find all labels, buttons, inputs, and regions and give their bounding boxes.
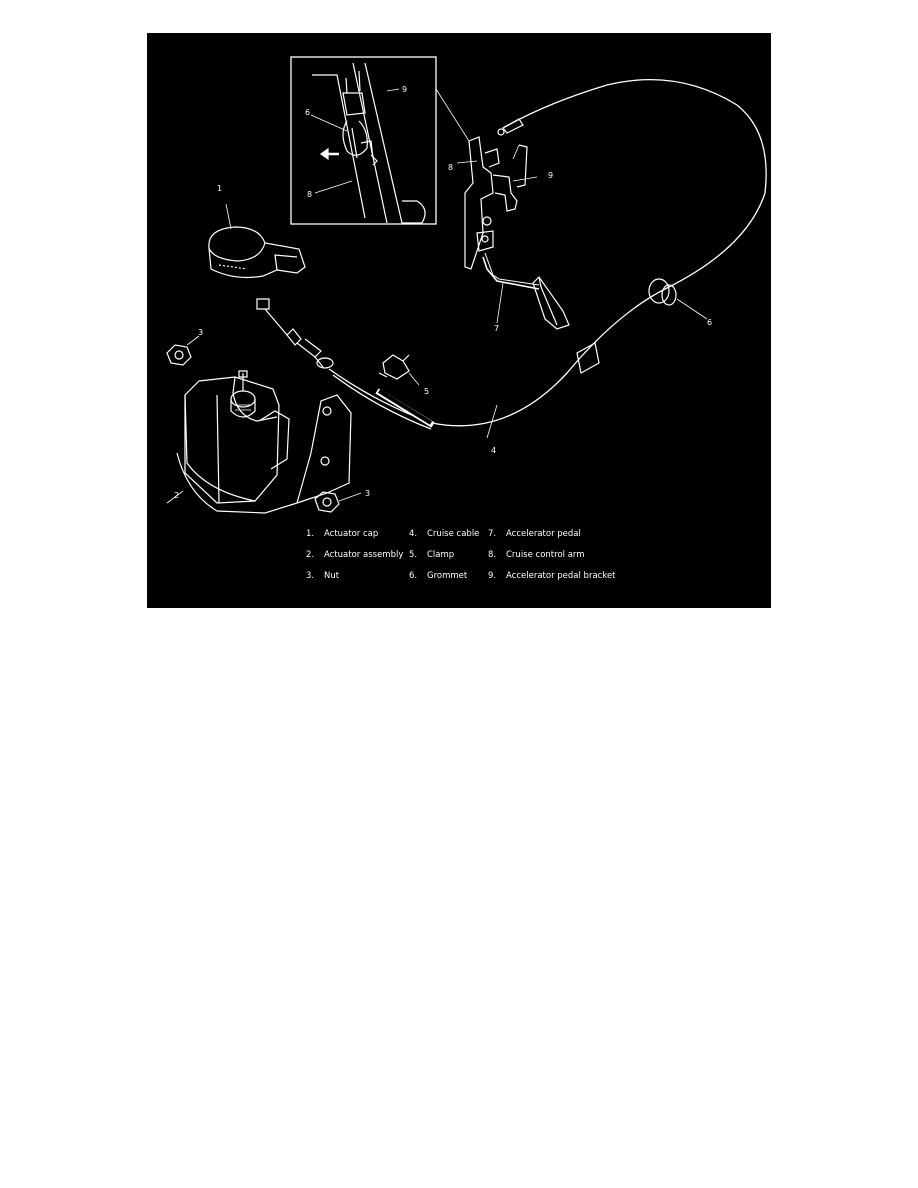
callout-2: 2 bbox=[174, 491, 179, 500]
callout-9: 9 bbox=[548, 171, 553, 180]
legend-item: 3.Nut bbox=[306, 571, 340, 581]
legend-item: 4.Cruise cable bbox=[409, 529, 480, 539]
legend-item: 2.Actuator assembly bbox=[306, 550, 404, 560]
callout-1: 1 bbox=[217, 184, 222, 193]
diagram-drawing: 1 2 3 3 4 5 6 7 8 9 6 8 9 bbox=[166, 56, 767, 514]
callout-8: 8 bbox=[448, 163, 453, 172]
callout-3-lower: 3 bbox=[365, 489, 370, 498]
inset-callout-6: 6 bbox=[305, 108, 310, 117]
legend-item: 5.Clamp bbox=[409, 550, 455, 560]
callout-3-upper: 3 bbox=[198, 328, 203, 337]
callout-5: 5 bbox=[424, 387, 429, 396]
legend-item: 8.Cruise control arm bbox=[488, 550, 585, 560]
legend-item: 9.Accelerator pedal bracket bbox=[488, 571, 616, 581]
legend-item: 7.Accelerator pedal bbox=[488, 529, 581, 539]
inset-callout-8: 8 bbox=[307, 190, 312, 199]
callout-7: 7 bbox=[494, 324, 499, 333]
detail-inset-frame bbox=[290, 56, 437, 225]
legend-item: 1.Actuator cap bbox=[306, 529, 379, 539]
callout-6: 6 bbox=[707, 318, 712, 327]
callout-4: 4 bbox=[491, 446, 496, 455]
legend-item: 6.Grommet bbox=[409, 571, 468, 581]
inset-callout-9: 9 bbox=[402, 85, 407, 94]
cruise-control-diagram: 1 2 3 3 4 5 6 7 8 9 6 8 9 1.Actuator cap… bbox=[147, 33, 771, 608]
